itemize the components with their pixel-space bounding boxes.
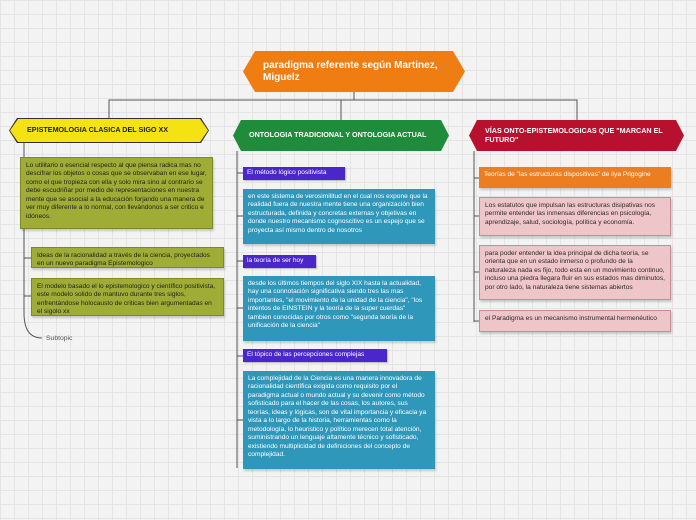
epistemologia-topic-2[interactable]: Ideas de la racionalidad a través de la … [31,247,224,268]
branch-ontologia-label: ONTOLOGIA TRADICIONAL Y ONTOLOGIA ACTUAL [249,130,427,140]
branch-epistemologia[interactable]: EPISTEMOLOGIA CLASICA DEL SIGO XX [10,119,208,142]
vias-topic-2[interactable]: Los estatutos que impulsan las estructur… [479,197,671,236]
branch-epistemologia-label: EPISTEMOLOGIA CLASICA DEL SIGO XX [27,125,169,135]
vias-topic-4-text: el Paradigma es un mecanismo instrumenta… [485,315,657,322]
ontologia-text-1[interactable]: en este sistema de verosimilitud en el c… [243,189,435,244]
ontologia-text-1-content: en este sistema de verosimilitud en el c… [248,193,428,234]
ontologia-label-3[interactable]: El tópico de las percepciones complejas [243,349,387,362]
branch-vias-onto-epistemologicas[interactable]: VÍAS ONTO-EPISTEMOLOGICAS QUE "MARCAN EL… [469,120,684,151]
branch-vias-label: VÍAS ONTO-EPISTEMOLOGICAS QUE "MARCAN EL… [485,125,663,144]
vias-topic-3[interactable]: para poder entender la idea principal de… [479,245,671,300]
ontologia-label-2-text: la teoría de ser hoy [247,257,304,264]
ontologia-text-3[interactable]: La complejidad de la Ciencia es una mane… [243,371,435,469]
epistemologia-topic-1-text: Lo utilitario o esencial respecto al que… [26,162,207,220]
ontologia-label-1-text: El método lógico positivista [247,169,327,176]
epistemologia-topic-2-text: Ideas de la racionalidad a través de la … [37,252,211,268]
ontologia-label-1[interactable]: El método lógico positivista [243,167,345,180]
root-topic-label: paradigma referente según Martinez, Migu… [263,59,438,83]
ontologia-text-3-content: La complejidad de la Ciencia es una mane… [248,375,427,458]
ontologia-label-2[interactable]: la teoría de ser hoy [243,255,316,268]
ontologia-text-2-content: desde los últimos tiempos del siglo XIX … [248,280,423,330]
ontologia-text-2[interactable]: desde los últimos tiempos del siglo XIX … [243,276,435,341]
vias-topic-1[interactable]: Teorías de "las estructuras dispositivas… [479,167,671,188]
epistemologia-topic-3[interactable]: El modelo basado el lo epistemologico y … [31,278,224,316]
vias-topic-1-text: Teorías de "las estructuras dispositivas… [484,171,651,178]
branch-ontologia[interactable]: ONTOLOGIA TRADICIONAL Y ONTOLOGIA ACTUAL [233,120,449,151]
epistemologia-topic-1[interactable]: Lo utilitario o esencial respecto al que… [20,157,213,229]
subtopic-placeholder[interactable]: Subtopic [46,335,73,342]
root-topic[interactable]: paradigma referente según Martinez, Migu… [243,51,465,92]
vias-topic-4[interactable]: el Paradigma es un mecanismo instrumenta… [479,310,671,332]
vias-topic-2-text: Los estatutos que impulsan las estructur… [485,202,656,226]
ontologia-label-3-text: El tópico de las percepciones complejas [247,351,365,358]
epistemologia-topic-3-text: El modelo basado el lo epistemologico y … [37,283,216,316]
vias-topic-3-text: para poder entender la idea principal de… [485,250,665,291]
